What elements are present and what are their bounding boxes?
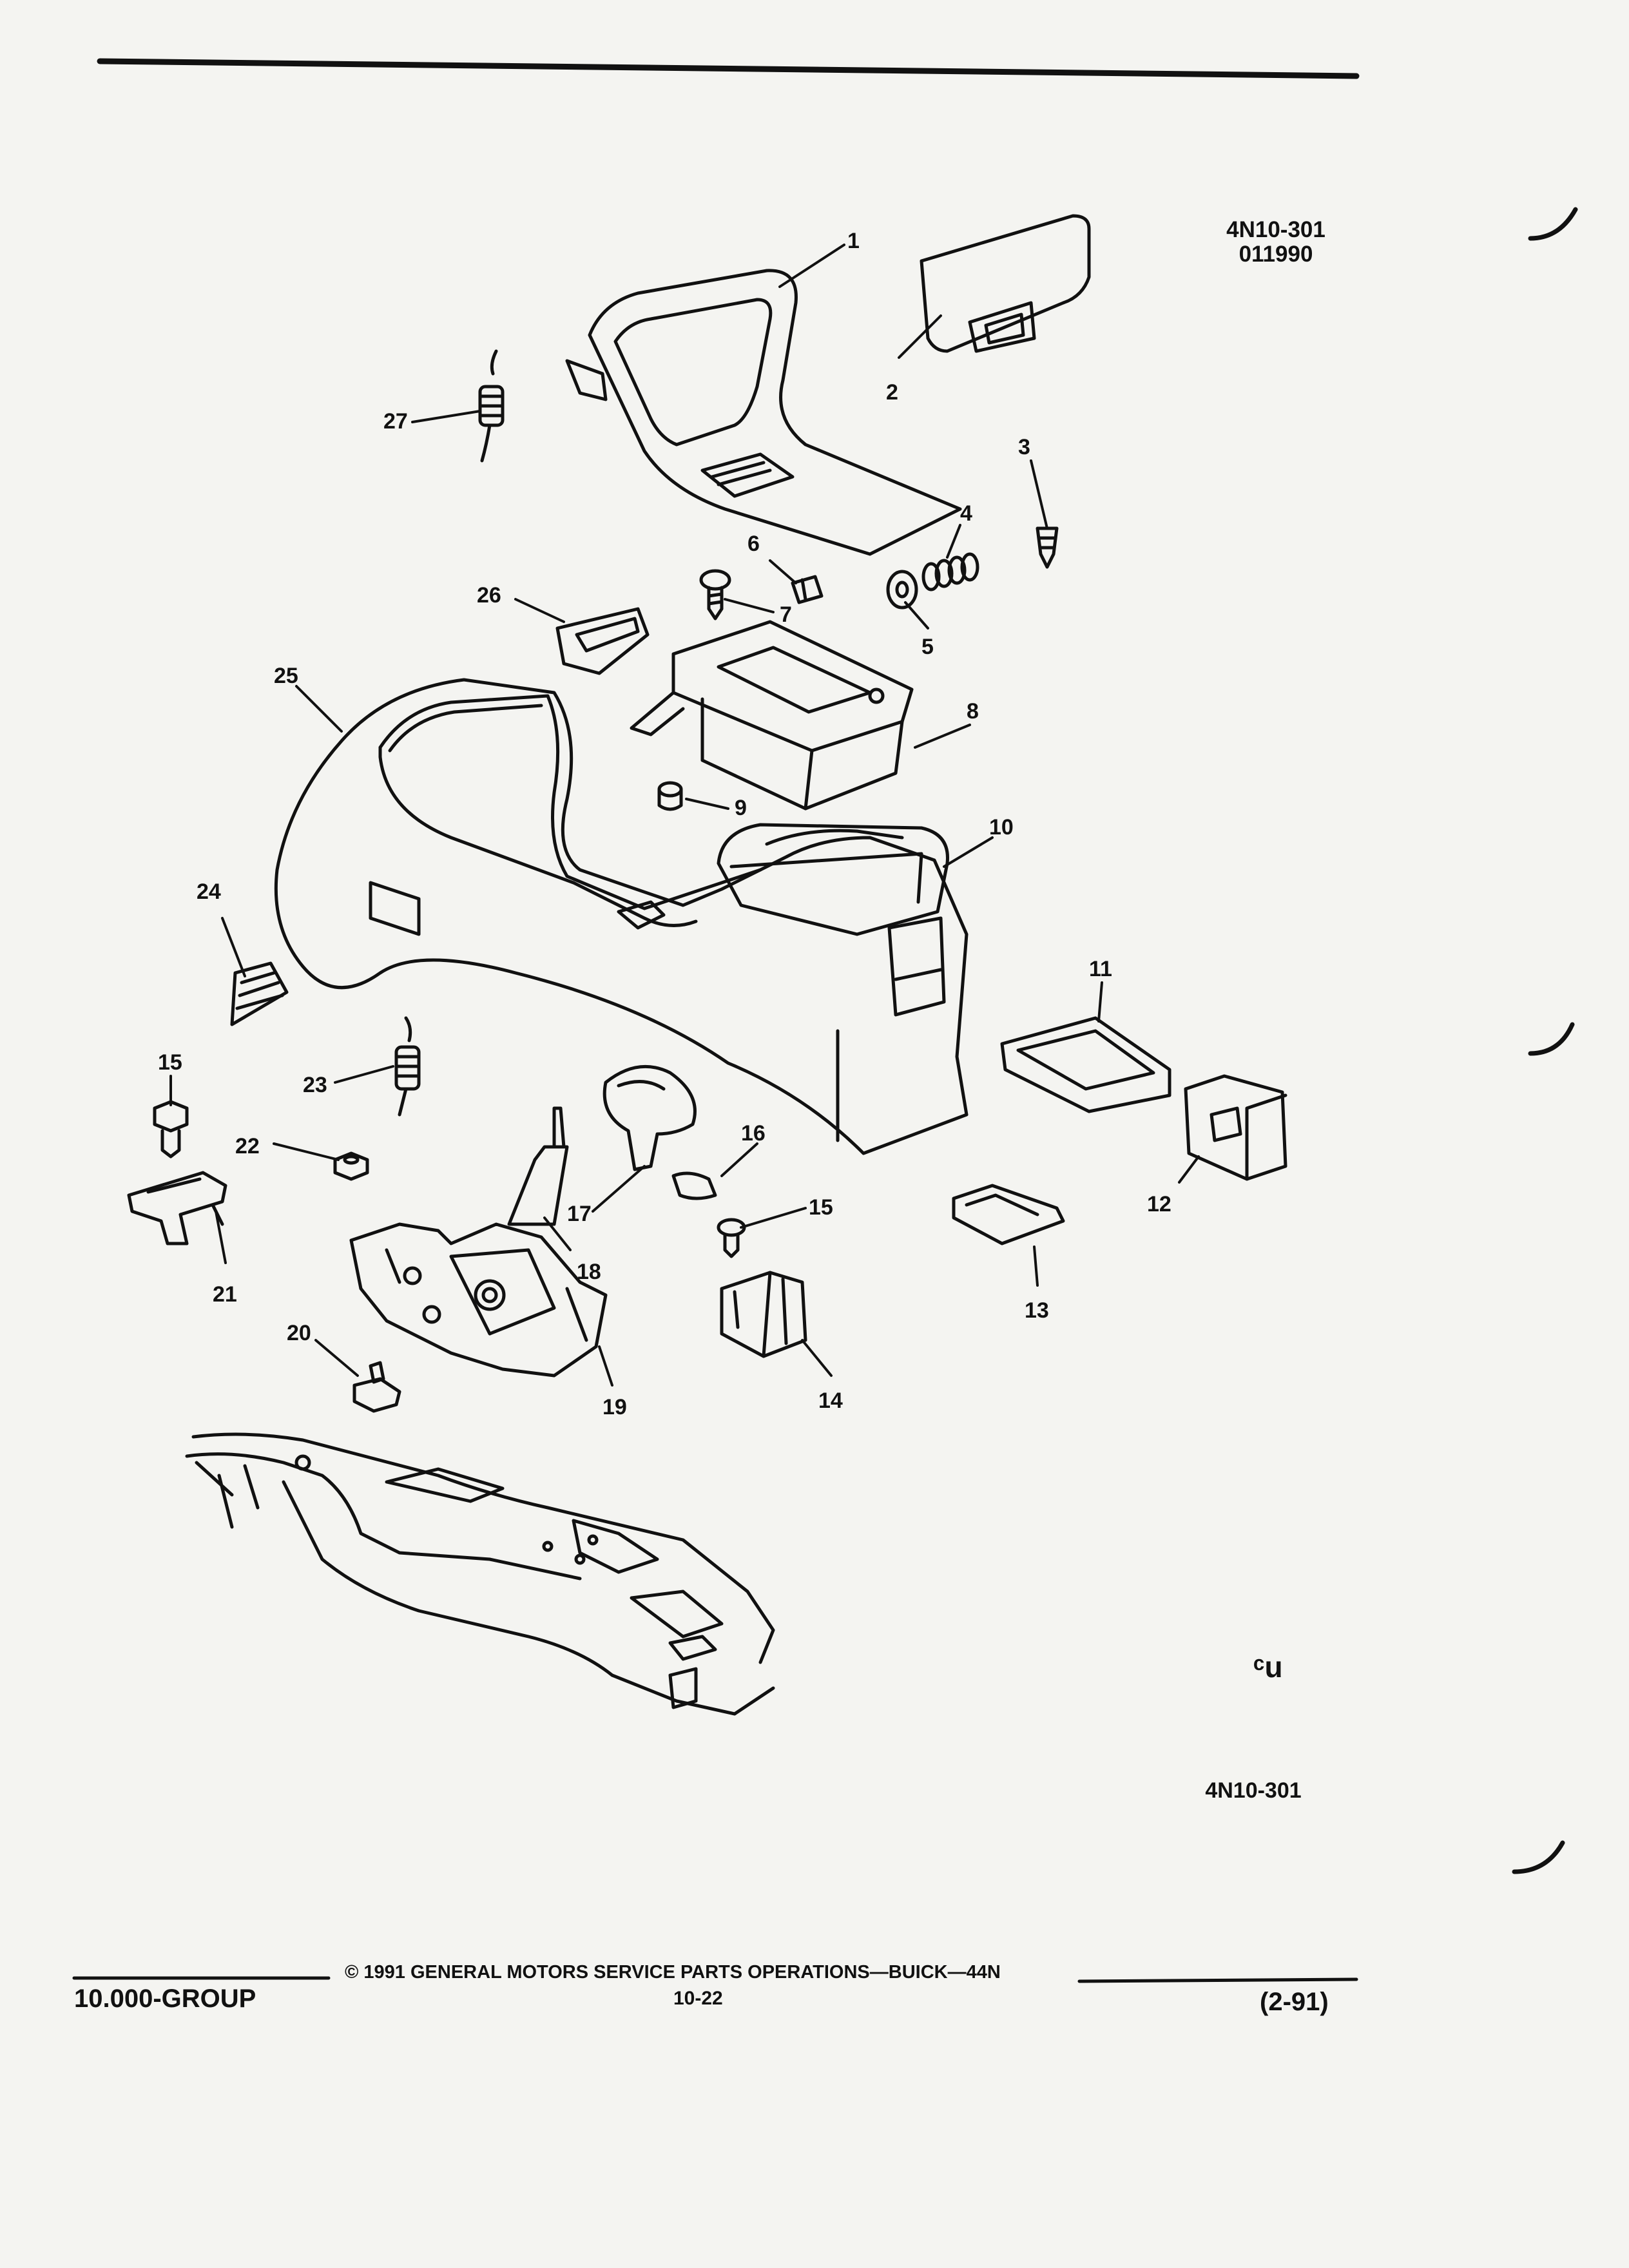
figure-code: 4N10-301 011990 bbox=[1211, 218, 1340, 267]
corner-mark: ᶜu bbox=[1253, 1650, 1283, 1684]
callout-27: 27 bbox=[383, 409, 408, 434]
part-6-clip bbox=[791, 575, 824, 604]
footer-revision: (2-91) bbox=[1260, 1988, 1329, 2016]
callout-14: 14 bbox=[818, 1389, 843, 1413]
callout-10: 10 bbox=[989, 815, 1014, 840]
part-21-bracket bbox=[127, 1171, 227, 1245]
callout-23: 23 bbox=[303, 1073, 327, 1097]
callout-1: 1 bbox=[847, 229, 860, 253]
callout-26: 26 bbox=[477, 583, 501, 608]
part-11-tray bbox=[1000, 1016, 1171, 1113]
part-25-console-body bbox=[274, 678, 969, 1155]
part-16-clip bbox=[671, 1171, 717, 1200]
callout-5: 5 bbox=[921, 635, 934, 659]
callout-25: 25 bbox=[274, 664, 298, 688]
callout-22: 22 bbox=[235, 1134, 260, 1158]
part-5-washer bbox=[886, 570, 918, 610]
callout-18: 18 bbox=[577, 1260, 601, 1284]
part-17-shift-knob bbox=[602, 1064, 697, 1171]
callout-8: 8 bbox=[967, 699, 979, 724]
part-26-insert bbox=[555, 607, 650, 675]
callout-11: 11 bbox=[1089, 957, 1112, 981]
part-10-armrest bbox=[765, 829, 904, 846]
part-24-grille bbox=[230, 961, 289, 1026]
callout-15-right: 15 bbox=[809, 1195, 833, 1220]
figure-date-code: 011990 bbox=[1239, 242, 1313, 267]
callout-2: 2 bbox=[886, 380, 898, 405]
callout-21: 21 bbox=[213, 1282, 237, 1307]
part-4-spring bbox=[921, 552, 979, 591]
part-7-screw bbox=[699, 569, 731, 620]
header-rule bbox=[97, 58, 1360, 79]
part-22-nut bbox=[333, 1151, 369, 1181]
callout-13: 13 bbox=[1025, 1298, 1049, 1323]
binding-mark bbox=[1528, 1022, 1575, 1056]
callout-16: 16 bbox=[741, 1121, 766, 1146]
part-23-spring bbox=[394, 1016, 421, 1117]
part-1-trim-plate bbox=[565, 269, 962, 556]
footer-copyright: © 1991 GENERAL MOTORS SERVICE PARTS OPER… bbox=[345, 1962, 1001, 1983]
callout-3: 3 bbox=[1018, 435, 1030, 459]
binding-mark bbox=[1512, 1840, 1565, 1874]
part-19-shifter-base bbox=[349, 1222, 608, 1378]
figure-code-text: 4N10-301 bbox=[1226, 217, 1325, 242]
callout-19: 19 bbox=[602, 1395, 627, 1419]
leader-lines bbox=[169, 244, 1200, 1387]
part-14-bracket bbox=[720, 1271, 807, 1358]
callout-6: 6 bbox=[747, 532, 760, 556]
callout-15-left: 15 bbox=[158, 1050, 182, 1075]
callout-labels: 1 2 3 4 5 6 7 8 9 10 11 12 13 14 15 15 1… bbox=[158, 229, 1171, 1419]
part-2-cover bbox=[920, 214, 1091, 353]
part-3-pin bbox=[1036, 526, 1059, 569]
footer-rule-right bbox=[1077, 1977, 1358, 1983]
figure-bottom-code: 4N10-301 bbox=[1205, 1778, 1302, 1803]
part-18-shift-lever bbox=[507, 1106, 569, 1226]
part-27-spring bbox=[478, 349, 505, 463]
part-9-nut bbox=[657, 781, 683, 811]
floor-pan bbox=[185, 1432, 775, 1716]
callout-20: 20 bbox=[287, 1321, 311, 1345]
part-12-ashtray bbox=[1184, 1074, 1287, 1181]
part-15-bolt-left bbox=[153, 1100, 189, 1158]
callout-7: 7 bbox=[780, 602, 792, 627]
callout-9: 9 bbox=[735, 796, 747, 820]
part-13-bracket bbox=[952, 1184, 1065, 1245]
part-8-storage-bin bbox=[630, 620, 914, 811]
part-15-bolt-right bbox=[717, 1218, 746, 1258]
part-20-clip bbox=[352, 1361, 401, 1413]
callout-24: 24 bbox=[197, 879, 221, 904]
binding-mark bbox=[1528, 207, 1578, 241]
callout-12: 12 bbox=[1147, 1192, 1171, 1216]
footer-group: 10.000-GROUP bbox=[74, 1984, 256, 2013]
callout-17: 17 bbox=[567, 1202, 592, 1226]
callout-4: 4 bbox=[960, 501, 972, 526]
footer-page-number: 10-22 bbox=[673, 1988, 723, 2009]
